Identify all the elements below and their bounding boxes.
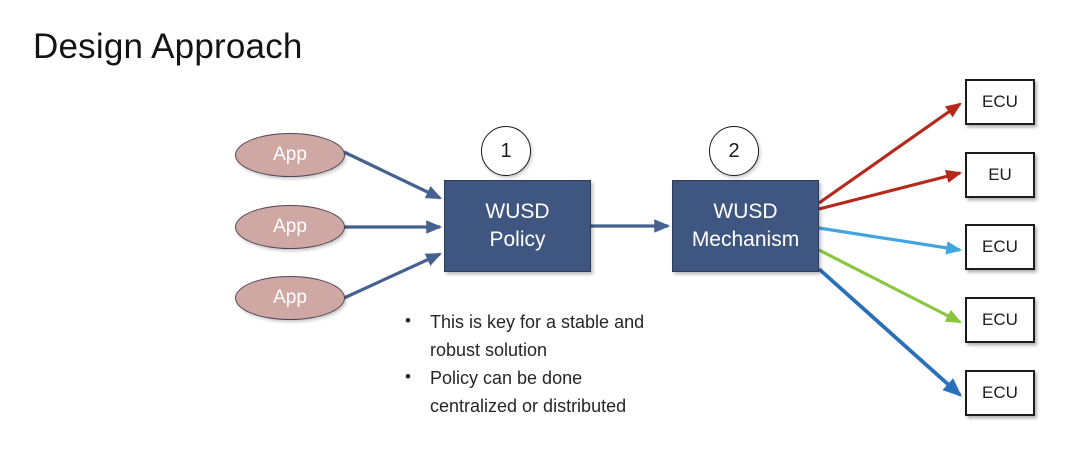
target-box-label: ECU [982, 237, 1018, 256]
process-box-label-line1: WUSD [485, 200, 550, 224]
arrow-mechanism-to-ecu2 [818, 226, 963, 255]
target-box-label: EU [988, 165, 1012, 184]
app-node-label: App [273, 287, 307, 308]
process-box-label-line2: Mechanism [691, 228, 800, 251]
step-badge-1: 1 [481, 126, 531, 176]
target-box[interactable]: ECU [965, 370, 1035, 416]
bullet-item: This is key for a stable and robust solu… [397, 308, 667, 364]
target-box[interactable]: ECU [965, 224, 1035, 270]
process-box-wusd-policy[interactable]: WUSD Policy [444, 180, 591, 272]
arrow-mechanism-to-ecu1 [818, 102, 962, 205]
page-title: Design Approach [33, 27, 303, 66]
bullet-item: Policy can be done centralized or distri… [397, 364, 667, 420]
step-badge-2: 2 [709, 126, 759, 176]
app-node-label: App [273, 144, 307, 165]
target-box-label: ECU [982, 92, 1018, 111]
target-box[interactable]: ECU [965, 79, 1035, 125]
target-box[interactable]: ECU [965, 297, 1035, 343]
process-box-wusd-mechanism[interactable]: WUSD Mechanism [672, 180, 819, 272]
target-box-label: ECU [982, 383, 1018, 402]
arrow-app3-to-policy [343, 252, 443, 300]
app-node-label: App [273, 216, 307, 237]
app-node[interactable]: App [235, 276, 345, 320]
app-node[interactable]: App [235, 133, 345, 177]
target-box[interactable]: EU [965, 152, 1035, 198]
arrow-mechanism-to-eu [818, 169, 963, 211]
arrow-mechanism-to-ecu3 [818, 248, 962, 324]
arrow-mechanism-to-ecu4 [817, 267, 962, 397]
step-badge-number: 1 [500, 139, 512, 162]
arrow-app1-to-policy [343, 150, 443, 200]
notes-bullet-list: This is key for a stable and robust solu… [397, 308, 667, 421]
process-box-label-line1: WUSD [713, 200, 778, 224]
step-badge-number: 2 [728, 139, 740, 162]
process-box-label-line2: Policy [489, 228, 546, 251]
app-node[interactable]: App [235, 205, 345, 249]
target-box-label: ECU [982, 310, 1018, 329]
